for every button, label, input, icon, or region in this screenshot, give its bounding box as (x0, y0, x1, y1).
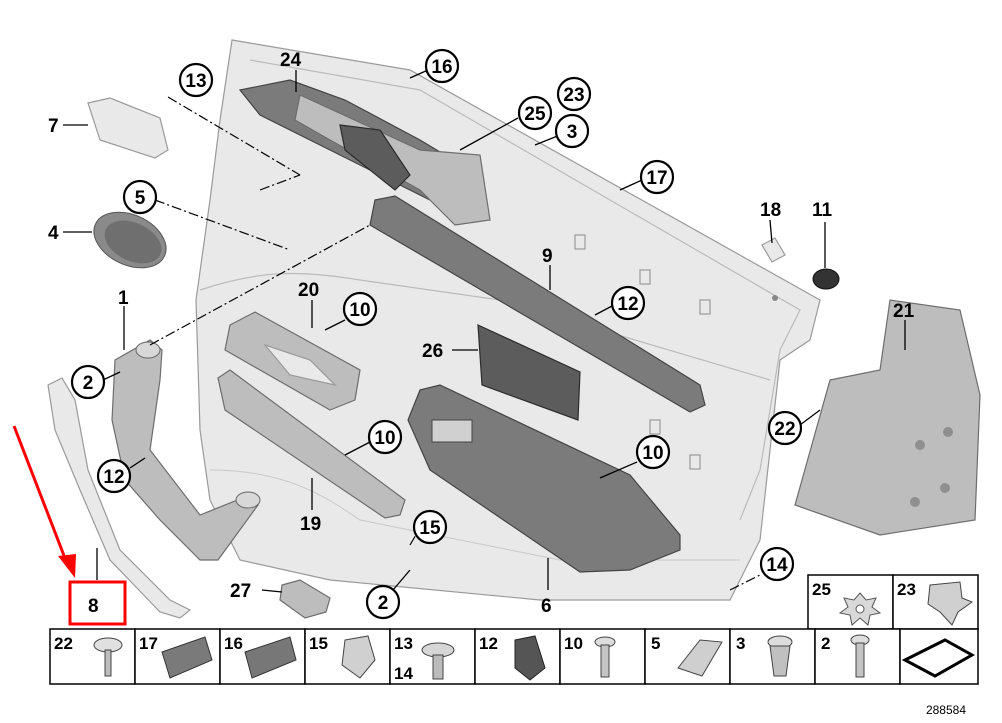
callout-1: 1 (118, 288, 129, 309)
push-rivet-3-icon (767, 635, 793, 677)
callout-22: 22 (767, 410, 803, 446)
callout-15: 15 (412, 509, 448, 545)
foam-insulation-part-21 (794, 299, 981, 536)
clip-5-icon (677, 639, 723, 677)
callouts: 7 4 1 24 9 20 26 19 6 27 18 11 21 8 13 1… (48, 48, 915, 620)
spacer-panel-icon (901, 638, 976, 678)
fastener-legend: 25 23 22 17 16 15 13 14 12 10 5 3 2 (49, 574, 979, 685)
svg-text:16: 16 (431, 57, 452, 78)
callout-12-left: 12 (96, 458, 132, 494)
highlight-arrow (12, 425, 76, 578)
callout-9: 9 (542, 246, 553, 267)
plate-part-27 (279, 579, 331, 619)
svg-text:10: 10 (374, 428, 395, 449)
expanding-rivet-13-icon (421, 642, 455, 680)
svg-text:12: 12 (617, 294, 638, 315)
screw-22-icon (93, 637, 123, 677)
retainer-17-icon (161, 636, 213, 679)
svg-text:12: 12 (103, 467, 124, 488)
legend-label-22: 22 (54, 634, 73, 653)
callout-17: 17 (639, 159, 675, 195)
callout-25: 25 (517, 95, 553, 131)
svg-text:10: 10 (349, 300, 370, 321)
callout-14: 14 (759, 546, 795, 582)
legend-label-14: 14 (394, 664, 413, 683)
callout-12-top: 12 (610, 285, 646, 321)
callout-2-upper: 2 (70, 364, 106, 400)
callout-16: 16 (424, 48, 460, 84)
callout-24: 24 (280, 50, 302, 71)
spring-clip-icon (927, 581, 974, 626)
callout-2-lower: 2 (365, 584, 401, 620)
legend-label-2: 2 (821, 634, 830, 653)
callout-5: 5 (122, 179, 158, 215)
leader-lines (63, 69, 906, 593)
retainer-16-icon (244, 636, 297, 679)
legend-label-25: 25 (812, 580, 831, 599)
svg-text:15: 15 (419, 518, 441, 539)
svg-text:22: 22 (774, 419, 795, 440)
callout-26: 26 (422, 341, 443, 362)
screw-10-icon (594, 636, 616, 678)
legend-label-17: 17 (139, 634, 158, 653)
document-number: 288584 (925, 703, 966, 717)
callout-3: 3 (554, 113, 590, 149)
svg-text:23: 23 (563, 85, 584, 106)
trim-cap-part-7 (87, 97, 169, 159)
callout-23: 23 (556, 76, 592, 112)
callout-6: 6 (541, 596, 552, 617)
legend-label-12: 12 (479, 634, 498, 653)
svg-text:10: 10 (642, 443, 663, 464)
svg-text:5: 5 (135, 188, 146, 209)
svg-text:14: 14 (766, 555, 788, 576)
callout-13: 13 (178, 62, 214, 98)
svg-text:2: 2 (83, 373, 94, 394)
legend-label-23: 23 (897, 580, 916, 599)
highlight-box (68, 580, 127, 626)
clip-12-icon (514, 635, 546, 681)
trim-strip-part-9 (369, 195, 706, 413)
svg-text:25: 25 (524, 104, 546, 125)
armrest-part-6 (407, 384, 681, 573)
trim-part-19 (217, 369, 406, 519)
svg-text:13: 13 (185, 71, 206, 92)
plug-part-11 (812, 268, 840, 290)
callout-7: 7 (48, 116, 59, 137)
clip-15-icon (341, 635, 376, 679)
callout-11: 11 (812, 200, 833, 221)
clip-part-18 (761, 237, 786, 263)
legend-label-15: 15 (309, 634, 328, 653)
svg-text:2: 2 (378, 593, 389, 614)
callout-27: 27 (230, 581, 251, 602)
legend-label-5: 5 (651, 634, 660, 653)
screw-2-icon (850, 634, 870, 678)
callout-21: 21 (893, 301, 915, 322)
legend-label-13: 13 (394, 634, 413, 653)
grip-cover-part-8 (47, 377, 192, 619)
svg-text:17: 17 (646, 168, 667, 189)
callout-4: 4 (48, 223, 59, 244)
callout-18: 18 (760, 200, 781, 221)
svg-text:3: 3 (567, 122, 578, 143)
speaker-cover-part-4 (93, 211, 167, 269)
callout-10-right: 10 (635, 434, 671, 470)
callout-10-mid: 10 (367, 419, 403, 455)
speaker-plate-part-26 (477, 324, 581, 421)
callout-19: 19 (300, 514, 321, 535)
legend-label-3: 3 (736, 634, 745, 653)
grip-handle-part-1 (111, 339, 261, 561)
callout-8: 8 (88, 596, 99, 617)
callout-20: 20 (298, 280, 319, 301)
legend-label-16: 16 (224, 634, 243, 653)
legend-label-10: 10 (564, 634, 583, 653)
switch-panel-part-20 (224, 311, 361, 411)
callout-10-top: 10 (342, 291, 378, 327)
